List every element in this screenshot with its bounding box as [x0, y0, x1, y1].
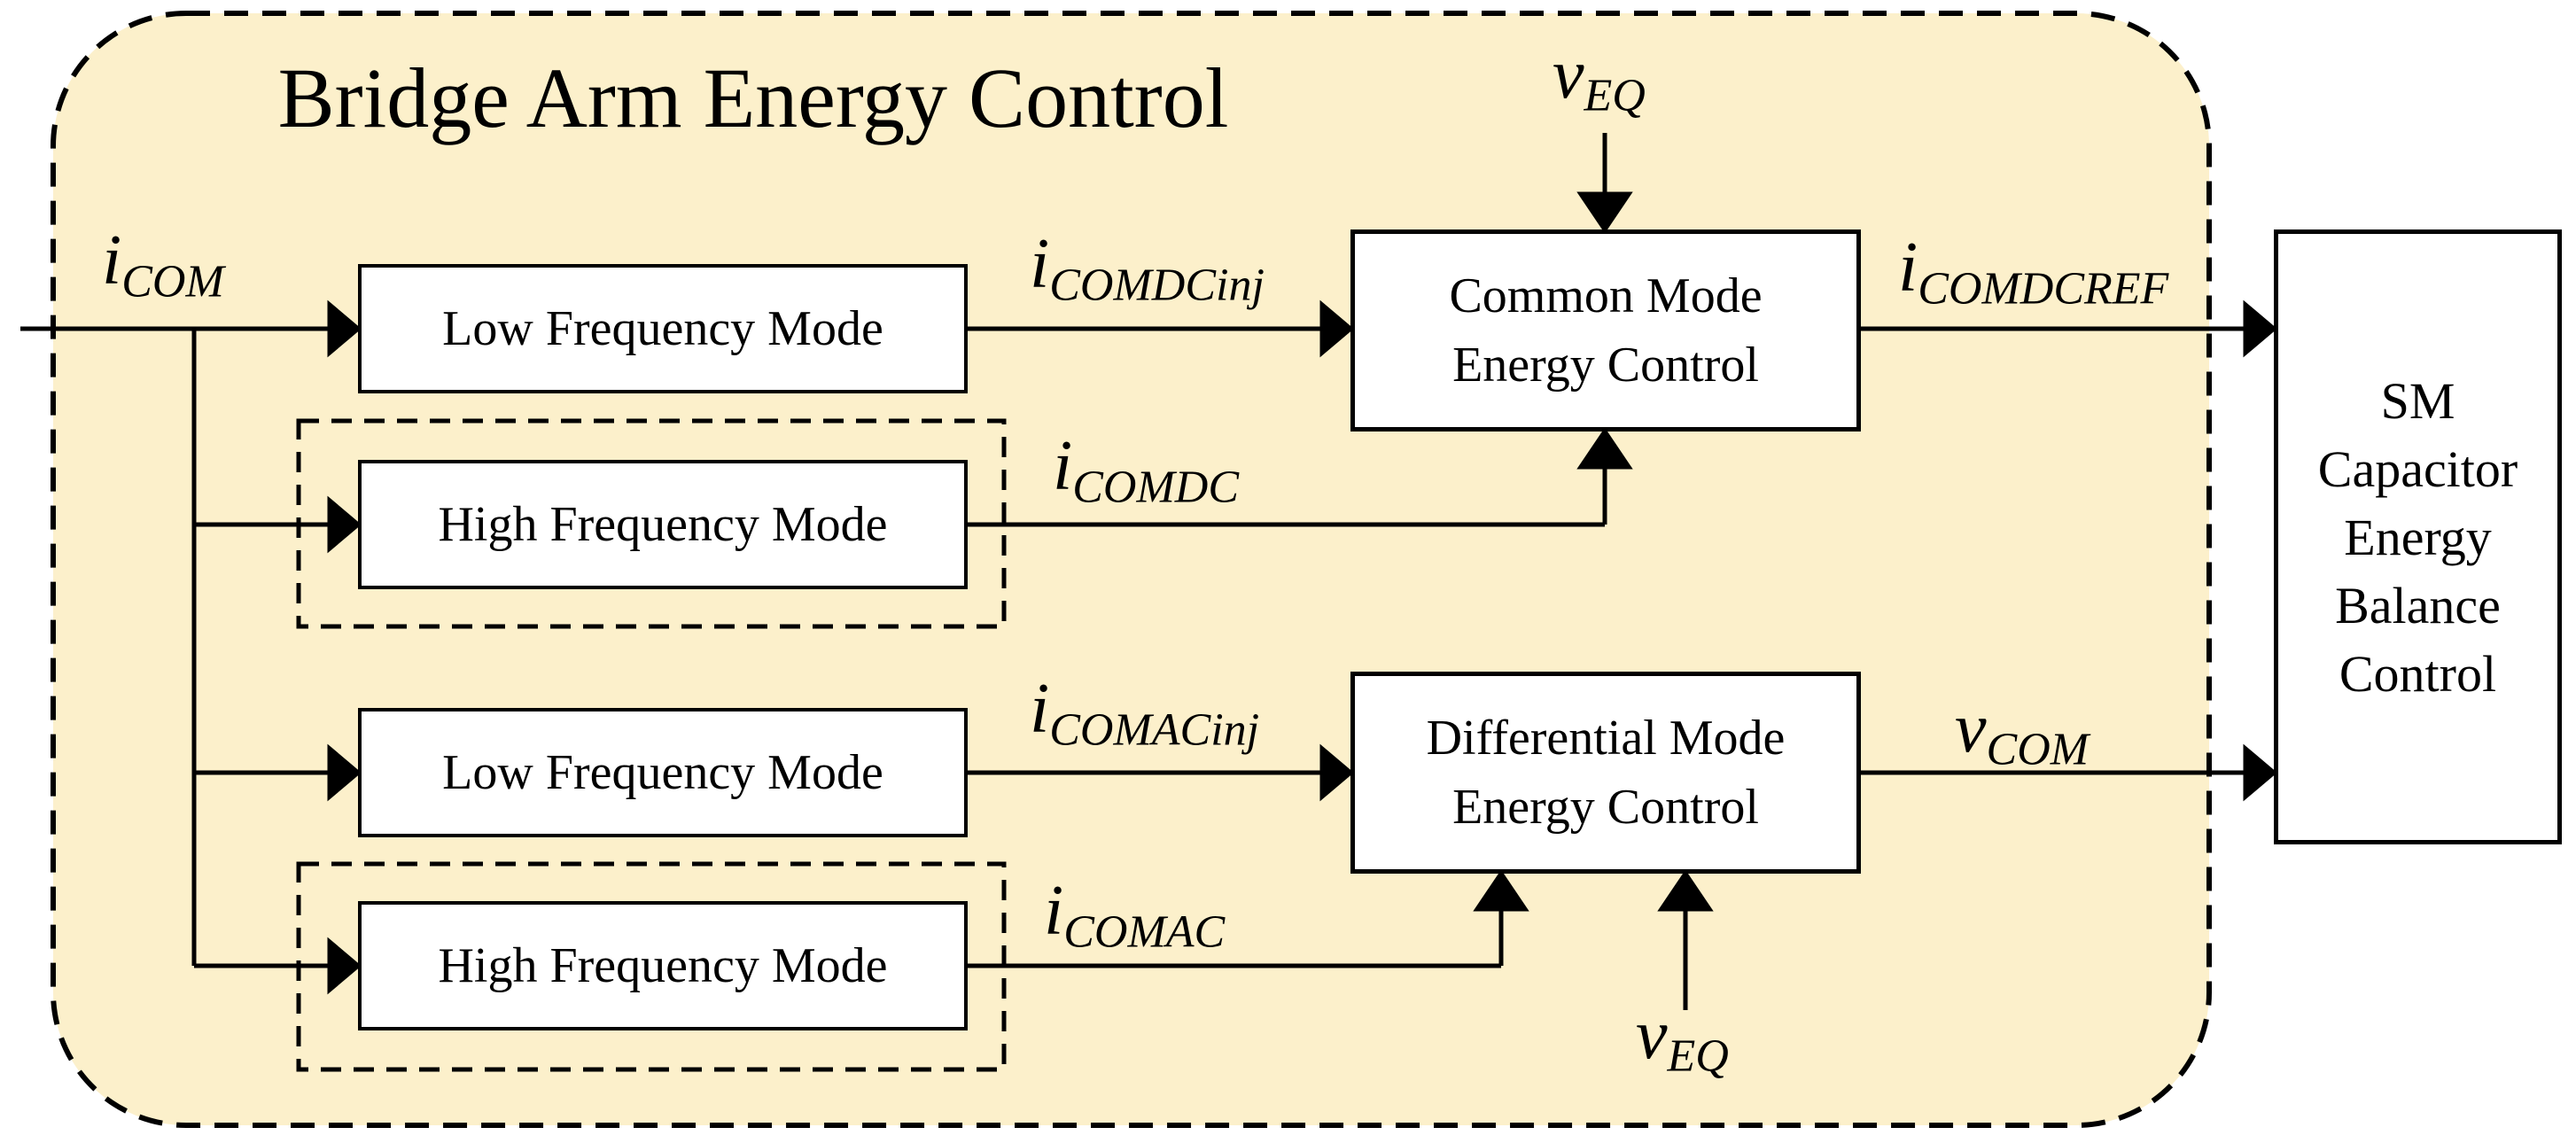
icomdcinj-subscript: COMDCinj [1049, 260, 1265, 311]
sm-capacitor-energy-balance-control-box: SM Capacitor Energy Balance Control [2274, 229, 2562, 844]
vcom-subscript: COM [1986, 724, 2090, 775]
icomac-subscript: COMAC [1063, 906, 1226, 958]
arrowhead-into-differential-mode [1319, 743, 1354, 802]
icomdcref-line [1861, 299, 2277, 358]
icomdcref-base: i [1898, 229, 1918, 307]
sm-box-label-line2: Capacitor [2317, 439, 2518, 498]
veq-bottom-line [1657, 869, 1714, 1010]
signal-label-icomac: iCOMAC [1044, 875, 1225, 955]
signal-label-icomdcref: iCOMDCREF [1898, 232, 2168, 312]
diagram-title: Bridge Arm Energy Control [277, 51, 1229, 145]
branch-to-high-freq-1 [194, 495, 362, 554]
icom-base: i [102, 222, 122, 299]
signal-label-icomacinj: iCOMACinj [1030, 673, 1259, 753]
arrowhead-into-high-freq-2 [327, 937, 362, 995]
arrowhead-up-into-differential-mode-right [1657, 869, 1714, 912]
icom-input-line [20, 299, 362, 358]
veq-bottom-base: v [1636, 996, 1668, 1074]
signal-label-icomdc: iCOMDC [1053, 431, 1239, 510]
icomdcinj-base: i [1030, 225, 1050, 303]
low-frequency-mode-1-label: Low Frequency Mode [442, 301, 883, 356]
arrowhead-into-low-freq-2 [327, 743, 362, 802]
signal-label-veq-top: vEQ [1553, 39, 1646, 119]
high-frequency-mode-box-1: High Frequency Mode [358, 460, 968, 589]
common-mode-energy-control-box: Common Mode Energy Control [1350, 229, 1861, 432]
veq-bottom-subscript: EQ [1667, 1030, 1729, 1082]
signal-label-icomdcinj: iCOMDCinj [1030, 229, 1265, 308]
signal-label-icom: iCOM [102, 222, 224, 305]
vcom-base: v [1955, 689, 1987, 767]
high-frequency-mode-box-2: High Frequency Mode [358, 901, 968, 1030]
icomdcinj-line [968, 299, 1354, 358]
icomacinj-base: i [1030, 670, 1050, 748]
icomdc-subscript: COMDC [1072, 462, 1240, 513]
branch-to-high-freq-2 [194, 937, 362, 995]
low-frequency-mode-box-2: Low Frequency Mode [358, 708, 968, 837]
arrowhead-into-low-freq-1 [327, 299, 362, 358]
icomacinj-subscript: COMACinj [1049, 704, 1260, 756]
differential-mode-energy-control-box: Differential Mode Energy Control [1350, 672, 1861, 874]
differential-mode-label-line1: Differential Mode [1426, 711, 1786, 766]
common-mode-label-line2: Energy Control [1452, 338, 1759, 393]
vcom-line [1861, 743, 2277, 802]
icomac-line [968, 869, 1529, 968]
low-frequency-mode-box-1: Low Frequency Mode [358, 264, 968, 393]
veq-top-subscript: EQ [1584, 70, 1646, 121]
arrowhead-into-sm-box-top [2243, 299, 2277, 358]
branch-to-low-freq-2 [194, 743, 362, 802]
arrowhead-into-common-mode [1319, 299, 1354, 358]
arrowhead-into-sm-box-bottom [2243, 743, 2277, 802]
sm-box-label-line1: SM [2380, 371, 2455, 430]
arrowhead-into-high-freq-1 [327, 495, 362, 554]
high-frequency-mode-1-label: High Frequency Mode [438, 497, 888, 552]
icomdcref-subscript: COMDCREF [1918, 263, 2169, 315]
arrowhead-down-into-common-mode [1576, 191, 1633, 234]
sm-box-label-line4: Balance [2335, 576, 2501, 634]
low-frequency-mode-2-label: Low Frequency Mode [442, 745, 883, 800]
icomacinj-line [968, 743, 1354, 802]
icomdc-line [968, 427, 1633, 527]
arrowhead-up-into-differential-mode-left [1473, 869, 1529, 912]
sm-box-label-line3: Energy [2344, 508, 2492, 566]
differential-mode-label-line2: Energy Control [1452, 780, 1759, 835]
veq-top-base: v [1553, 35, 1584, 113]
signal-label-veq-bottom: vEQ [1636, 999, 1729, 1079]
arrowhead-up-into-common-mode [1576, 427, 1633, 470]
common-mode-label-line1: Common Mode [1449, 268, 1763, 323]
icomdc-base: i [1053, 427, 1073, 505]
veq-top-line [1576, 133, 1633, 234]
icomac-base: i [1044, 872, 1064, 950]
signal-label-vcom: vCOM [1955, 693, 2089, 773]
sm-box-label-line5: Control [2339, 644, 2497, 703]
high-frequency-mode-2-label: High Frequency Mode [438, 938, 888, 993]
icom-subscript: COM [121, 256, 224, 307]
